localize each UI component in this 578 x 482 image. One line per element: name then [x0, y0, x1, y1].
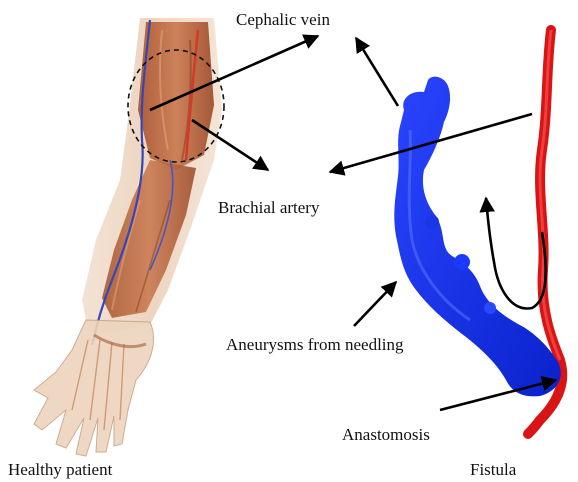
- fistula-model: [394, 30, 562, 434]
- label-fistula: Fistula: [470, 460, 517, 479]
- label-aneurysms: Aneurysms from needling: [226, 335, 404, 354]
- aneurysm-leader: [354, 282, 396, 326]
- label-cephalic-vein: Cephalic vein: [236, 10, 330, 29]
- arm-illustration: [34, 18, 222, 456]
- label-anastomosis: Anastomosis: [342, 425, 430, 444]
- vein-model: [394, 77, 561, 397]
- arm-muscle-upper: [138, 22, 214, 170]
- label-healthy-patient: Healthy patient: [8, 460, 113, 479]
- label-brachial-artery: Brachial artery: [218, 198, 320, 217]
- cephalic-leader-model: [356, 38, 398, 106]
